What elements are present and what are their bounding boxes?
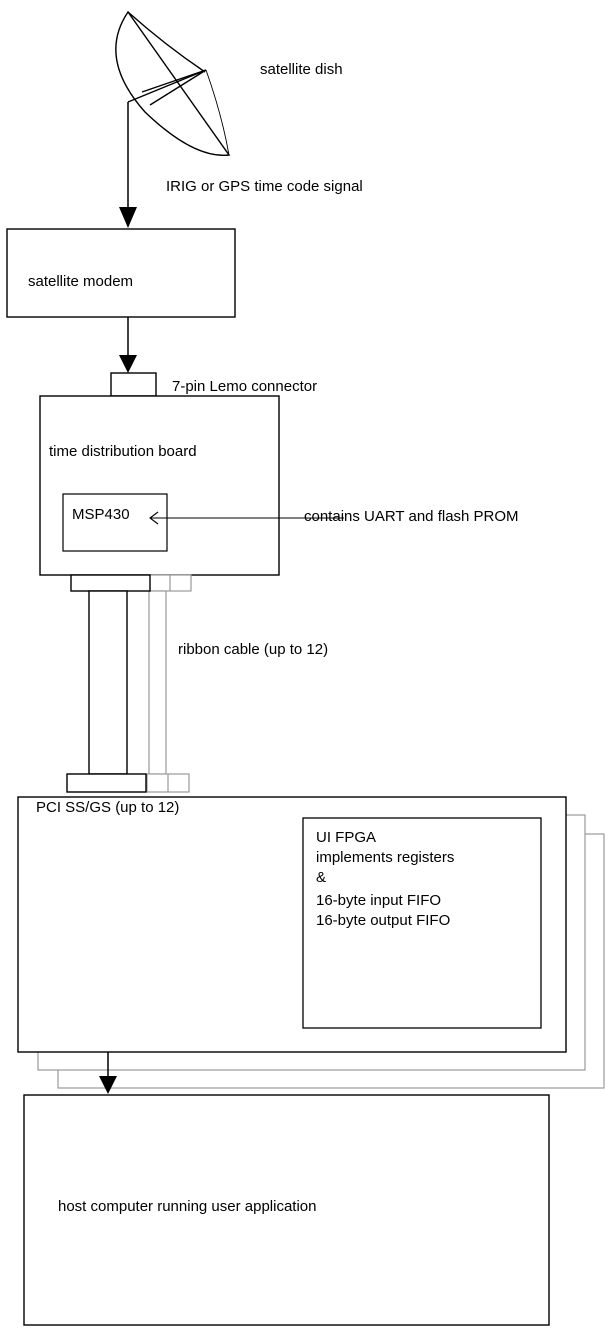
ribbon-cable (66, 574, 151, 793)
satellite-dish-label: satellite dish (260, 61, 343, 78)
msp430-box (62, 493, 168, 552)
time-code-signal-label: IRIG or GPS time code signal (166, 178, 363, 195)
satellite-modem-label: satellite modem (28, 273, 133, 290)
ribbon-cable-label: ribbon cable (up to 12) (178, 641, 328, 658)
fpga-text-line: implements registers (316, 849, 454, 866)
fpga-text-line: UI FPGA (316, 829, 376, 846)
satellite-modem-box (6, 228, 236, 318)
msp430-label: MSP430 (72, 506, 130, 523)
lemo-connector (110, 372, 157, 397)
arrow-modem-to-connector (119, 317, 137, 373)
time-distribution-board-label: time distribution board (49, 443, 197, 460)
fpga-text-line: 16-byte output FIFO (316, 912, 450, 929)
ribbon-cable-stack (146, 574, 192, 793)
msp430-annotation-arrow (149, 511, 344, 525)
msp430-annotation-label: contains UART and flash PROM (304, 508, 519, 525)
host-computer-label: host computer running user application (58, 1198, 317, 1215)
fpga-box-outline (302, 817, 542, 1029)
host-computer-box (23, 1094, 550, 1326)
fpga-text-line: & (316, 869, 326, 886)
fpga-box: UI FPGA implements registers & 16-byte inpu… (302, 817, 542, 1029)
lemo-connector-label: 7-pin Lemo connector (172, 378, 317, 395)
arrow-dish-to-modem (119, 102, 137, 228)
fpga-text-line: 16-byte input FIFO (316, 892, 441, 909)
arrow-pci-to-host (99, 1052, 117, 1094)
satellite-dish-icon (115, 10, 231, 157)
pci-board-label: PCI SS/GS (up to 12) (36, 799, 179, 816)
